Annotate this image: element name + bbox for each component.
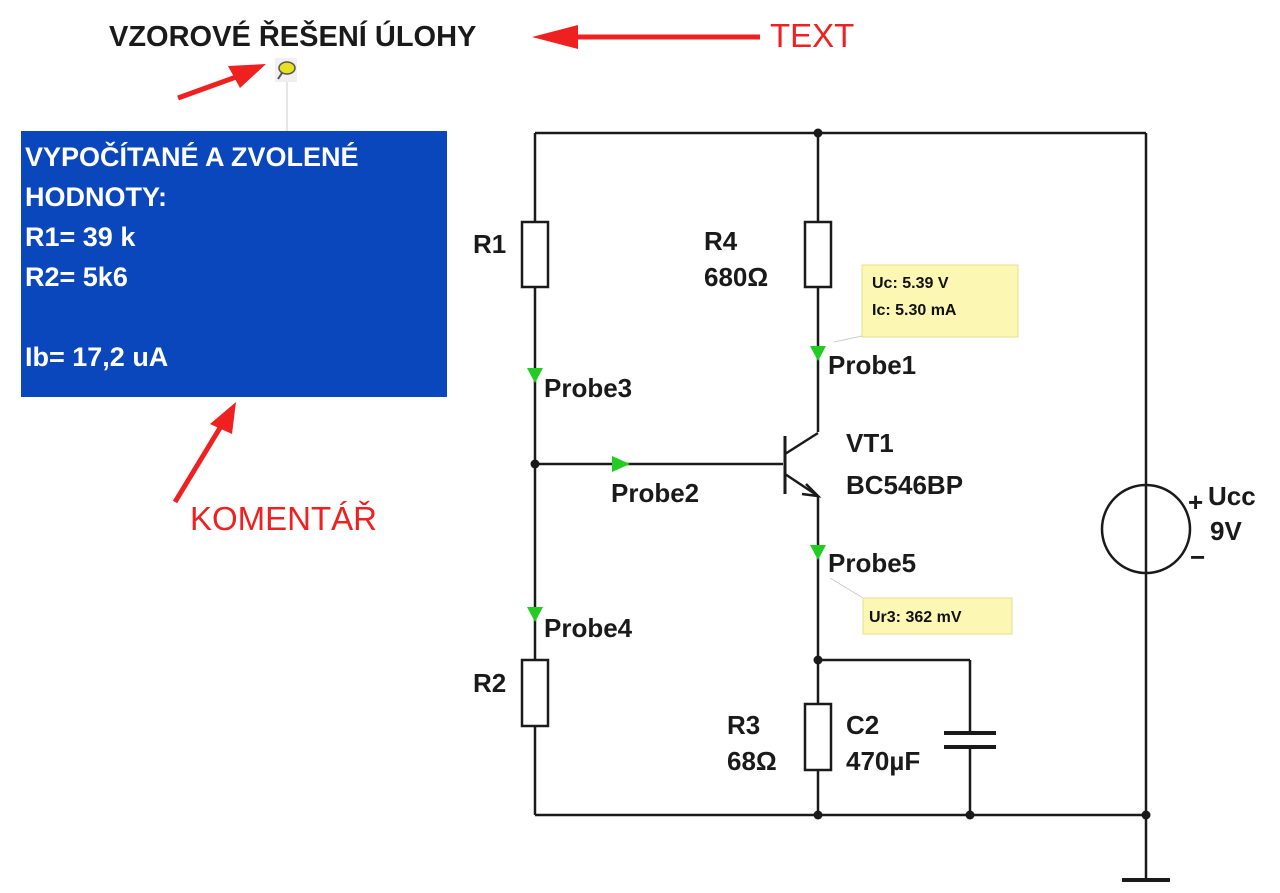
value-ucc: 9V	[1210, 516, 1242, 546]
resistor-r2[interactable]	[520, 658, 550, 728]
wires	[533, 131, 1170, 882]
probe1-voltage: Uc: 5.39 V	[872, 275, 949, 292]
comment-callout-label: KOMENTÁŘ	[190, 500, 377, 537]
probe2-marker[interactable]	[612, 456, 630, 472]
label-probe3: Probe3	[544, 373, 632, 403]
resistor-r4[interactable]	[803, 220, 833, 289]
label-probe2: Probe2	[611, 478, 699, 508]
value-c2: 470µF	[846, 746, 920, 776]
comment-line-6: Ib= 17,2 uA	[25, 342, 169, 372]
label-r2: R2	[473, 668, 506, 698]
page-title: VZOROVÉ ŘEŠENÍ ÚLOHY	[109, 19, 476, 53]
probe4-marker[interactable]	[527, 607, 543, 622]
label-r4: R4	[704, 226, 738, 256]
comment-box[interactable]: VYPOČÍTANÉ A ZVOLENÉ HODNOTY: R1= 39 k R…	[21, 131, 447, 397]
pin-arrow-head	[228, 64, 266, 88]
probe3-marker[interactable]	[527, 368, 543, 383]
label-c2: C2	[846, 710, 879, 740]
resistor-r1[interactable]	[520, 220, 550, 289]
comment-pin-icon[interactable]	[275, 58, 297, 82]
probe5-voltage: Ur3: 362 mV	[869, 609, 962, 626]
probe1-marker[interactable]	[810, 346, 826, 361]
probe5-readout: Ur3: 362 mV	[829, 577, 1013, 635]
plus-ucc: +	[1188, 487, 1203, 517]
label-ucc: Ucc	[1208, 481, 1256, 511]
value-r4: 680Ω	[704, 262, 768, 292]
label-r1: R1	[473, 229, 506, 259]
capacitor-c2[interactable]	[944, 731, 996, 749]
label-vt1: VT1	[846, 428, 894, 458]
comment-line-3: R1= 39 k	[25, 222, 136, 252]
comment-line-5	[25, 297, 447, 337]
transistor-vt1[interactable]	[783, 431, 822, 498]
comment-line-1: VYPOČÍTANÉ A ZVOLENÉ	[25, 142, 359, 172]
text-arrow-head	[532, 25, 578, 49]
comment-line-4: R2= 5k6	[25, 262, 128, 292]
label-probe5: Probe5	[828, 548, 916, 578]
text-callout-label: TEXT	[770, 17, 854, 54]
junction-dots	[530, 128, 1151, 820]
probe1-readout: Uc: 5.39 V Ic: 5.30 mA	[833, 264, 1019, 343]
comment-arrow	[172, 416, 229, 504]
resistor-r3[interactable]	[803, 702, 833, 772]
probe5-marker[interactable]	[810, 545, 826, 560]
voltage-source-ucc[interactable]	[1100, 483, 1192, 575]
model-vt1: BC546BP	[846, 470, 963, 500]
label-r3: R3	[727, 710, 760, 740]
label-probe4: Probe4	[544, 613, 633, 643]
label-probe1: Probe1	[828, 350, 916, 380]
minus-ucc: −	[1190, 542, 1205, 572]
probe1-current: Ic: 5.30 mA	[872, 302, 957, 319]
value-r3: 68Ω	[727, 746, 777, 776]
comment-arrow-head	[210, 402, 236, 434]
comment-line-2: HODNOTY:	[25, 182, 167, 212]
